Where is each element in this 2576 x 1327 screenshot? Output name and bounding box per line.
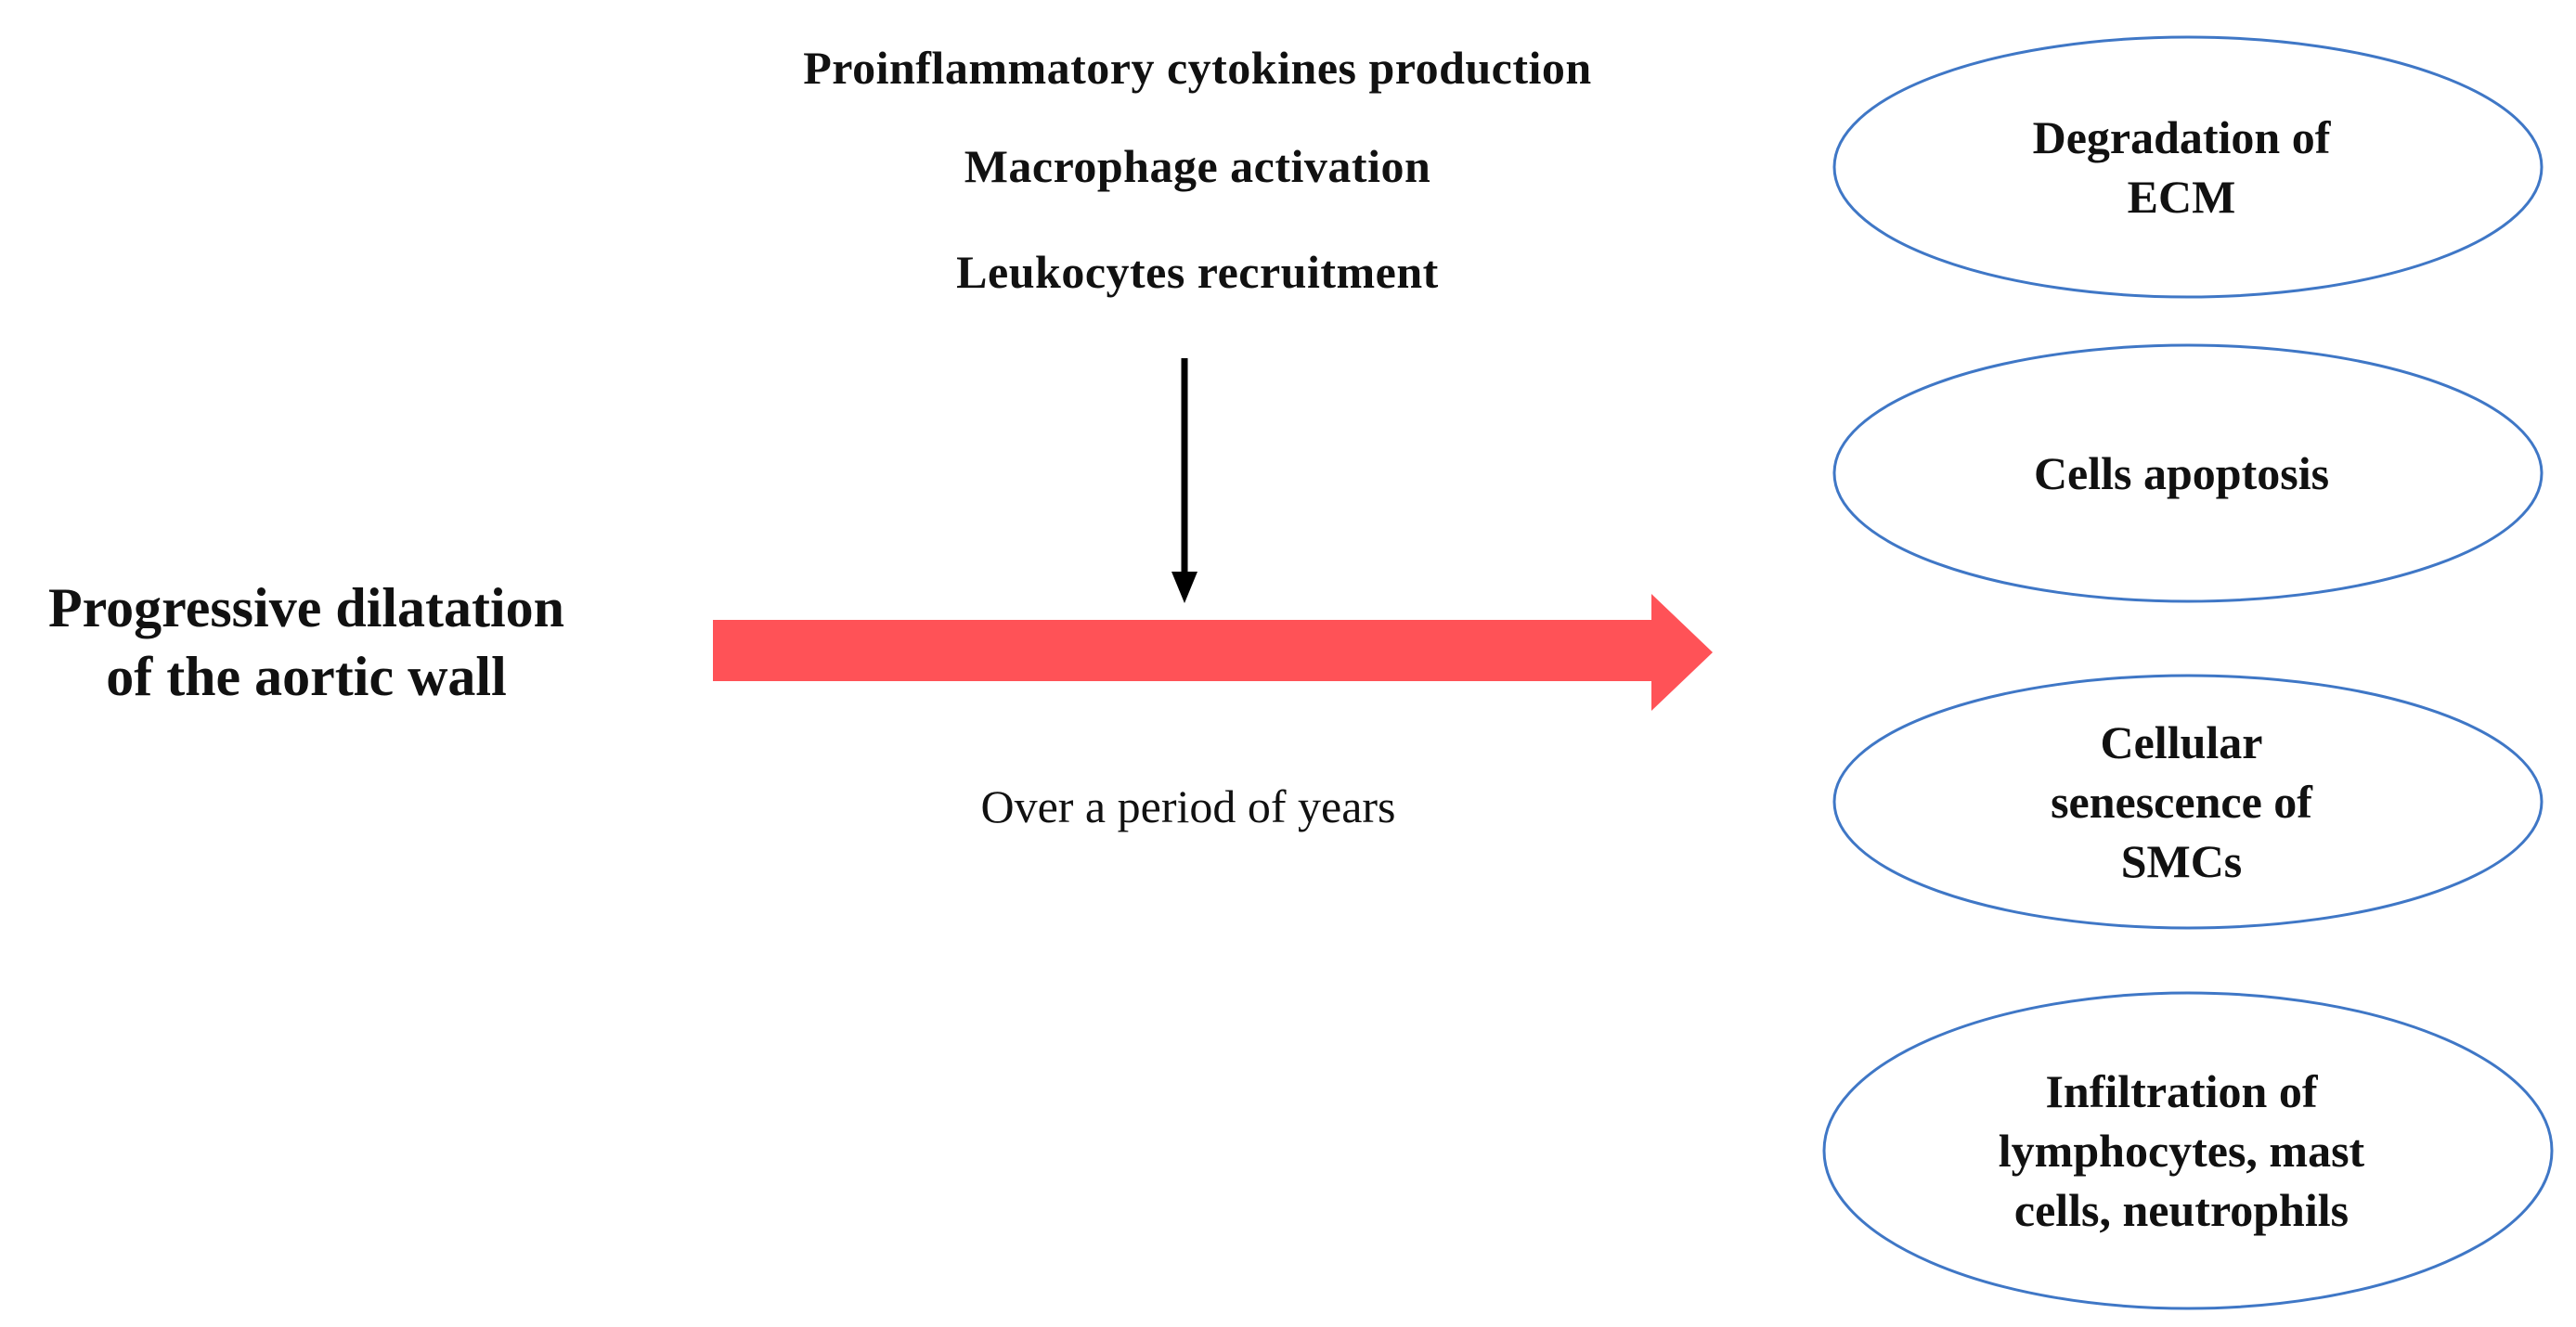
mediator-macrophage-label: Macrophage activation — [964, 140, 1431, 192]
outcome-oval-1 — [1832, 35, 2544, 299]
mediator-cytokines-label: Proinflammatory cytokines production — [803, 42, 1592, 94]
outcome-senescence-label: Cellular senescence of SMCs — [2051, 716, 2312, 887]
outcome-oval-2 — [1832, 343, 2544, 603]
mediator-leukocytes-label: Leukocytes recruitment — [956, 246, 1439, 298]
progression-arrow — [713, 594, 1713, 711]
outcome-infiltration-label: Infiltration of lymphocytes, mast cells,… — [1998, 1065, 2365, 1236]
outcome-ecm-degradation-label: Degradation of ECM — [2032, 111, 2331, 223]
mediator-arrow-head — [1171, 572, 1197, 603]
outcome-apoptosis-label: Cells apoptosis — [2033, 447, 2330, 499]
mediator-arrow — [1171, 358, 1197, 603]
main-process-label: Progressive dilatation of the aortic wal… — [47, 577, 565, 707]
outcome-oval-3 — [1832, 674, 2544, 930]
timescale-label: Over a period of years — [980, 780, 1396, 832]
outcome-oval-4 — [1822, 991, 2554, 1310]
